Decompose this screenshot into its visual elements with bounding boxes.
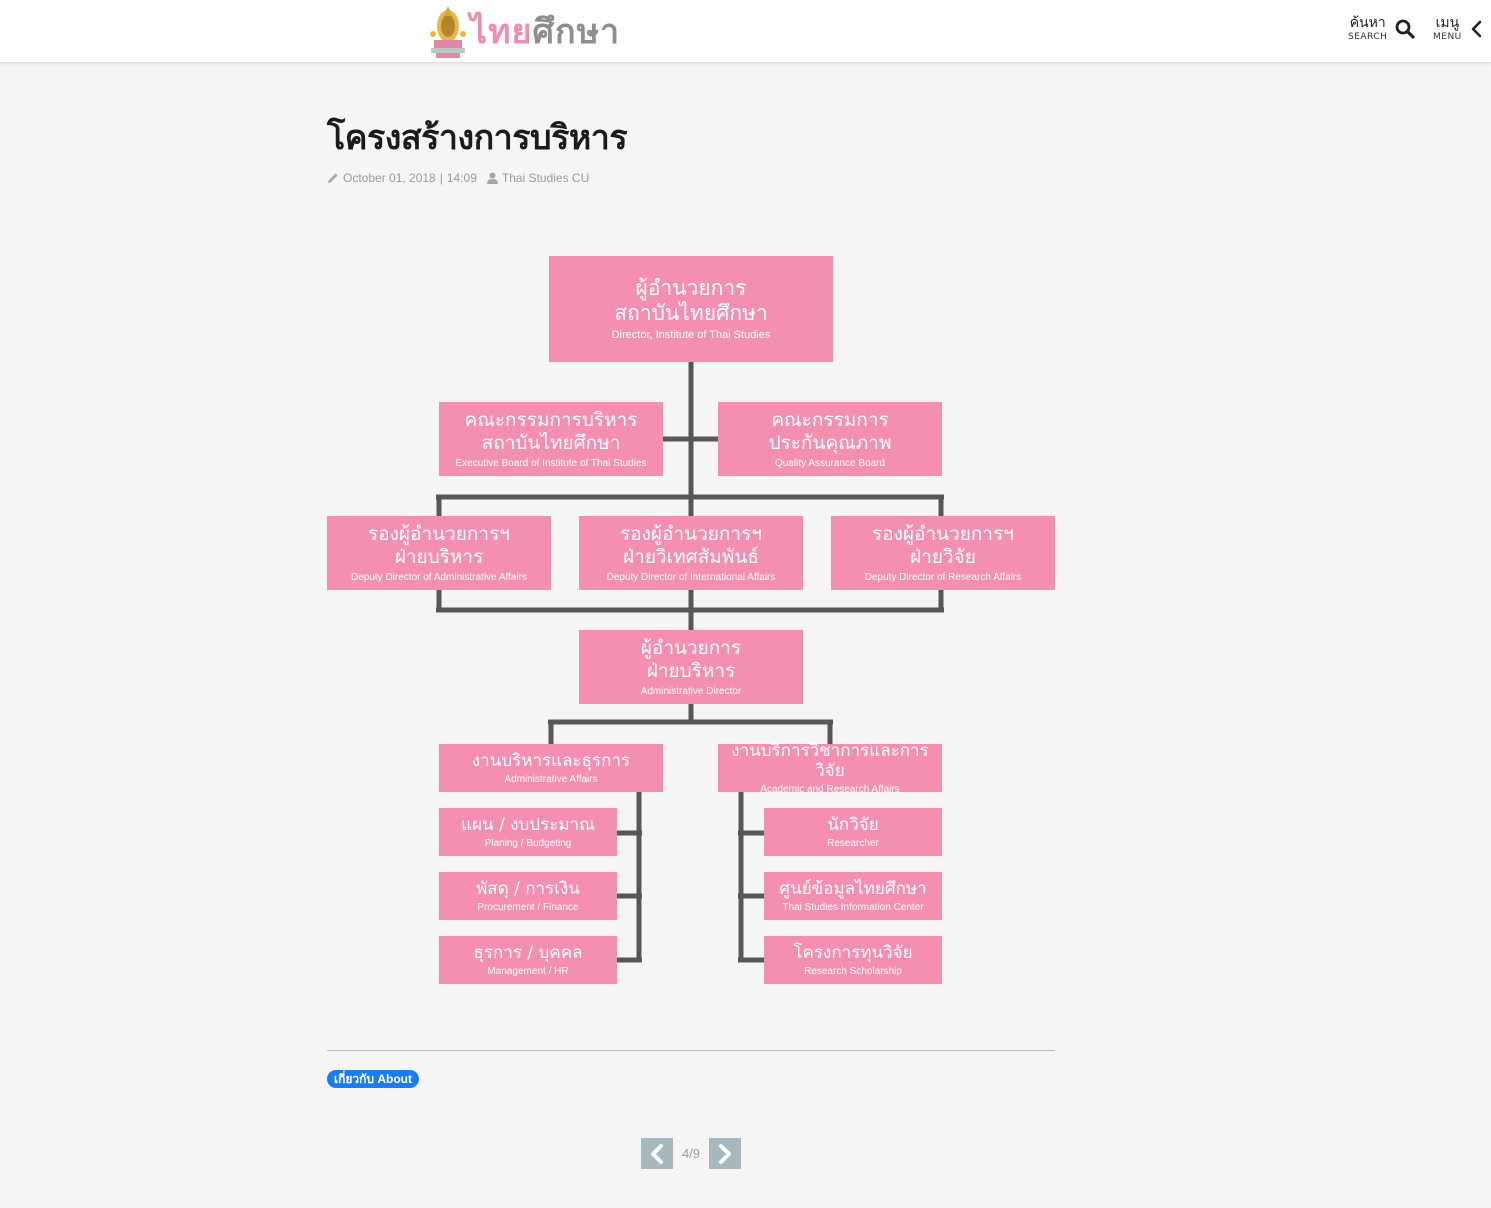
deputy-research-th1: รองผู้อำนวยการฯ bbox=[872, 522, 1014, 545]
search-icon bbox=[1396, 19, 1416, 39]
executive-board-th1: คณะกรรมการบริหาร bbox=[464, 408, 638, 431]
academic-affairs-box: งานบริการวิชาการและการวิจัย Academic and… bbox=[718, 740, 942, 795]
scholarship-box: โครงการทุนวิจัย Research Scholarship bbox=[764, 936, 942, 984]
management-th: ธุรการ / บุคคล bbox=[473, 942, 583, 963]
logo-wordmark: ไทยศึกษา bbox=[470, 4, 620, 60]
qa-board-box: คณะกรรมการ ประกันคุณภาพ Quality Assuranc… bbox=[718, 402, 942, 476]
deputy-research-en: Deputy Director of Research Affairs bbox=[864, 571, 1022, 583]
article-time: 14:09 bbox=[446, 171, 477, 185]
executive-board-th2: สถาบันไทยศึกษา bbox=[481, 431, 621, 454]
scholarship-en: Research Scholarship bbox=[804, 965, 902, 977]
site-logo[interactable]: ไทยศึกษา bbox=[428, 4, 620, 60]
admin-director-en: Administrative Director bbox=[640, 685, 742, 697]
author-name: Thai Studies CU bbox=[501, 171, 590, 185]
search-label-th: ค้นหา bbox=[1349, 15, 1386, 31]
qa-board-th2: ประกันคุณภาพ bbox=[768, 431, 892, 454]
planning-th: แผน / งบประมาณ bbox=[461, 814, 595, 835]
researcher-en: Researcher bbox=[827, 837, 879, 849]
management-box: ธุรการ / บุคคล Management / HR bbox=[439, 936, 617, 984]
info-center-en: Thai Studies Information Center bbox=[782, 901, 924, 913]
deputy-admin-th1: รองผู้อำนวยการฯ bbox=[368, 522, 510, 545]
previous-page-button[interactable] bbox=[641, 1138, 673, 1169]
admin-director-box: ผู้อำนวยการ ฝ่ายบริหาร Administrative Di… bbox=[579, 630, 803, 704]
admin-affairs-box: งานบริหารและธุรการ Administrative Affair… bbox=[439, 744, 663, 792]
info-center-box: ศูนย์ข้อมูลไทยศึกษา Thai Studies Informa… bbox=[764, 872, 942, 920]
academic-affairs-th: งานบริการวิชาการและการวิจัย bbox=[731, 740, 929, 781]
management-en: Management / HR bbox=[487, 965, 569, 977]
chevron-right-icon bbox=[719, 1143, 731, 1164]
deputy-intl-en: Deputy Director of International Affairs bbox=[606, 571, 776, 583]
deputy-admin-box: รองผู้อำนวยการฯ ฝ่ายบริหาร Deputy Direct… bbox=[327, 516, 551, 590]
admin-affairs-en: Administrative Affairs bbox=[504, 773, 598, 785]
content-divider bbox=[327, 1050, 1055, 1051]
deputy-research-th2: ฝ่ายวิจัย bbox=[910, 545, 976, 568]
menu-label-en: MENU bbox=[1433, 32, 1462, 42]
article-date: October 01, 2018 bbox=[343, 171, 436, 185]
deputy-research-box: รองผู้อำนวยการฯ ฝ่ายวิจัย Deputy Directo… bbox=[831, 516, 1055, 590]
info-center-th: ศูนย์ข้อมูลไทยศึกษา bbox=[779, 878, 927, 899]
article-meta: October 01, 2018 | 14:09 Thai Studies CU bbox=[327, 171, 589, 185]
pencil-icon bbox=[328, 173, 338, 183]
logo-text-pink: ไทย bbox=[470, 12, 533, 52]
logo-text-gray: ศึกษา bbox=[532, 12, 621, 52]
page-title: โครงสร้างการบริหาร bbox=[327, 118, 628, 158]
admin-director-th2: ฝ่ายบริหาร bbox=[646, 659, 736, 682]
director-box: ผู้อำนวยการ สถาบันไทยศึกษา Director, Ins… bbox=[549, 256, 833, 362]
tag-about[interactable]: เกี่ยวกับ About bbox=[327, 1070, 420, 1088]
planning-box: แผน / งบประมาณ Planing / Budgeting bbox=[439, 808, 617, 856]
director-en: Director, Institute of Thai Studies bbox=[611, 329, 771, 341]
deputy-intl-th2: ฝ่ายวิเทศสัมพันธ์ bbox=[623, 545, 759, 568]
researcher-box: นักวิจัย Researcher bbox=[764, 808, 942, 856]
next-page-button[interactable] bbox=[709, 1138, 741, 1169]
page-counter: 4/9 bbox=[681, 1146, 701, 1161]
site-header: ไทยศึกษา ค้นหา SEARCH เมนู MENU bbox=[0, 0, 1491, 63]
chevron-left-icon bbox=[651, 1143, 663, 1164]
admin-affairs-th: งานบริหารและธุรการ bbox=[471, 750, 631, 771]
researcher-th: นักวิจัย bbox=[827, 814, 879, 835]
menu-label-th: เมนู bbox=[1435, 15, 1460, 31]
director-th2: สถาบันไทยศึกษา bbox=[614, 301, 768, 325]
user-icon bbox=[486, 172, 498, 184]
deputy-admin-en: Deputy Director of Administrative Affair… bbox=[351, 571, 527, 583]
menu-button[interactable]: เมนู MENU bbox=[1433, 16, 1482, 42]
scholarship-th: โครงการทุนวิจัย bbox=[793, 942, 913, 963]
article-author[interactable]: Thai Studies CU bbox=[486, 171, 590, 185]
qa-board-th1: คณะกรรมการ bbox=[771, 408, 889, 431]
procurement-th: พัสดุ / การเงิน bbox=[476, 878, 580, 899]
qa-board-en: Quality Assurance Board bbox=[774, 457, 886, 469]
procurement-box: พัสดุ / การเงิน Procurement / Finance bbox=[439, 872, 617, 920]
deputy-intl-box: รองผู้อำนวยการฯ ฝ่ายวิเทศสัมพันธ์ Deputy… bbox=[579, 516, 803, 590]
chevron-left-icon bbox=[1471, 20, 1482, 38]
executive-board-en: Executive Board of Institute of Thai Stu… bbox=[455, 457, 647, 469]
search-button[interactable]: ค้นหา SEARCH bbox=[1348, 15, 1416, 42]
executive-board-box: คณะกรรมการบริหาร สถาบันไทยศึกษา Executiv… bbox=[439, 402, 663, 476]
planning-en: Planing / Budgeting bbox=[484, 837, 572, 849]
emblem-icon bbox=[430, 6, 466, 58]
director-th1: ผู้อำนวยการ bbox=[635, 276, 747, 300]
meta-separator: | bbox=[439, 171, 443, 185]
admin-director-th1: ผู้อำนวยการ bbox=[640, 636, 742, 659]
academic-affairs-en: Academic and Research Affairs bbox=[760, 783, 900, 795]
deputy-admin-th2: ฝ่ายบริหาร bbox=[394, 545, 484, 568]
procurement-en: Procurement / Finance bbox=[477, 901, 579, 913]
search-label-en: SEARCH bbox=[1348, 32, 1388, 42]
deputy-intl-th1: รองผู้อำนวยการฯ bbox=[620, 522, 762, 545]
